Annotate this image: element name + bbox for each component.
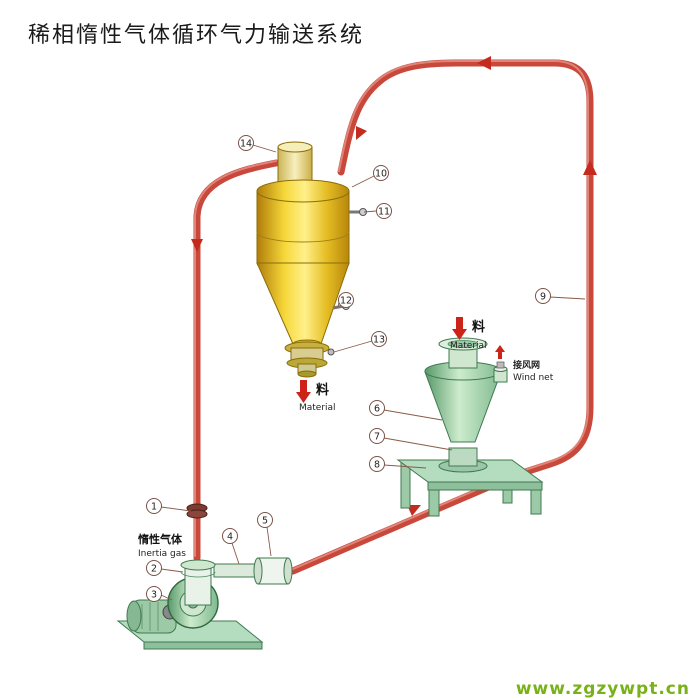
pipe-flange xyxy=(186,503,208,519)
flow-arrow-top-run xyxy=(477,56,491,70)
svg-text:8: 8 xyxy=(374,460,380,471)
material-in-label-cn: 料 xyxy=(472,319,485,335)
callout-3: 3 xyxy=(146,586,173,602)
svg-text:12: 12 xyxy=(340,296,352,307)
svg-text:2: 2 xyxy=(151,564,157,575)
svg-text:1: 1 xyxy=(151,502,157,513)
svg-text:10: 10 xyxy=(375,169,387,180)
wind-net-label-cn: 接风网 xyxy=(513,359,540,371)
callout-1: 1 xyxy=(146,498,192,514)
feeder-hopper xyxy=(424,337,502,473)
inertia-gas-label-en: Inertia gas xyxy=(138,549,186,559)
callout-7: 7 xyxy=(369,428,453,451)
svg-text:3: 3 xyxy=(151,590,157,601)
support-table-apron xyxy=(427,481,543,491)
callout-4: 4 xyxy=(222,528,240,565)
callout-12: 12 xyxy=(337,292,354,308)
wind-net-arrow xyxy=(495,345,505,359)
svg-text:11: 11 xyxy=(378,207,390,218)
material-out-arrow xyxy=(296,380,311,403)
svg-text:5: 5 xyxy=(262,516,268,527)
blower-base-front xyxy=(143,641,263,650)
callout-13: 13 xyxy=(333,331,387,353)
material-in-label-en: Material xyxy=(450,341,487,351)
material-out-label-cn: 料 xyxy=(316,382,329,398)
svg-text:9: 9 xyxy=(540,292,546,303)
inlet-cylinder xyxy=(180,559,216,606)
wind-net-label-en: Wind net xyxy=(513,373,554,383)
feeder-station xyxy=(396,337,544,517)
flow-arrow-cyclone-inlet xyxy=(356,126,367,140)
pipe-gas-return-line xyxy=(193,159,280,562)
table-leg-back-left xyxy=(400,461,411,509)
wind-net-valve xyxy=(493,361,508,383)
callout-6: 6 xyxy=(369,400,443,421)
watermark: www.zgzywpt.cn xyxy=(516,679,690,699)
callout-9: 9 xyxy=(535,288,586,304)
svg-text:4: 4 xyxy=(227,532,233,543)
rotary-discharge-valve xyxy=(284,341,335,378)
flow-arrow-return-line xyxy=(191,239,203,252)
callout-10: 10 xyxy=(351,165,389,188)
blower-unit xyxy=(116,557,293,650)
callout-8: 8 xyxy=(369,456,427,472)
silo-level-fitting-upper xyxy=(349,208,367,216)
svg-text:13: 13 xyxy=(373,335,385,346)
callout-11: 11 xyxy=(363,203,392,219)
page-title: 稀相惰性气体循环气力输送系统 xyxy=(28,22,364,47)
svg-text:7: 7 xyxy=(374,432,380,443)
pipe-conveying-loop xyxy=(337,59,594,483)
cyclone-separator-silo xyxy=(256,141,367,378)
flow-arrow-right-riser xyxy=(583,160,597,175)
table-leg-front-left xyxy=(428,489,440,517)
callout-5: 5 xyxy=(257,512,273,557)
pipe-coupling xyxy=(253,557,293,585)
inertia-gas-label-cn: 惰性气体 xyxy=(138,532,183,546)
material-in-arrow xyxy=(452,317,467,340)
svg-text:14: 14 xyxy=(240,139,252,150)
table-leg-front-right xyxy=(530,489,542,515)
callout-14: 14 xyxy=(238,135,277,153)
pipe-blower-discharge xyxy=(289,478,504,575)
material-out-label-en: Material xyxy=(299,403,336,413)
callout-2: 2 xyxy=(146,560,184,576)
svg-text:6: 6 xyxy=(374,404,380,415)
